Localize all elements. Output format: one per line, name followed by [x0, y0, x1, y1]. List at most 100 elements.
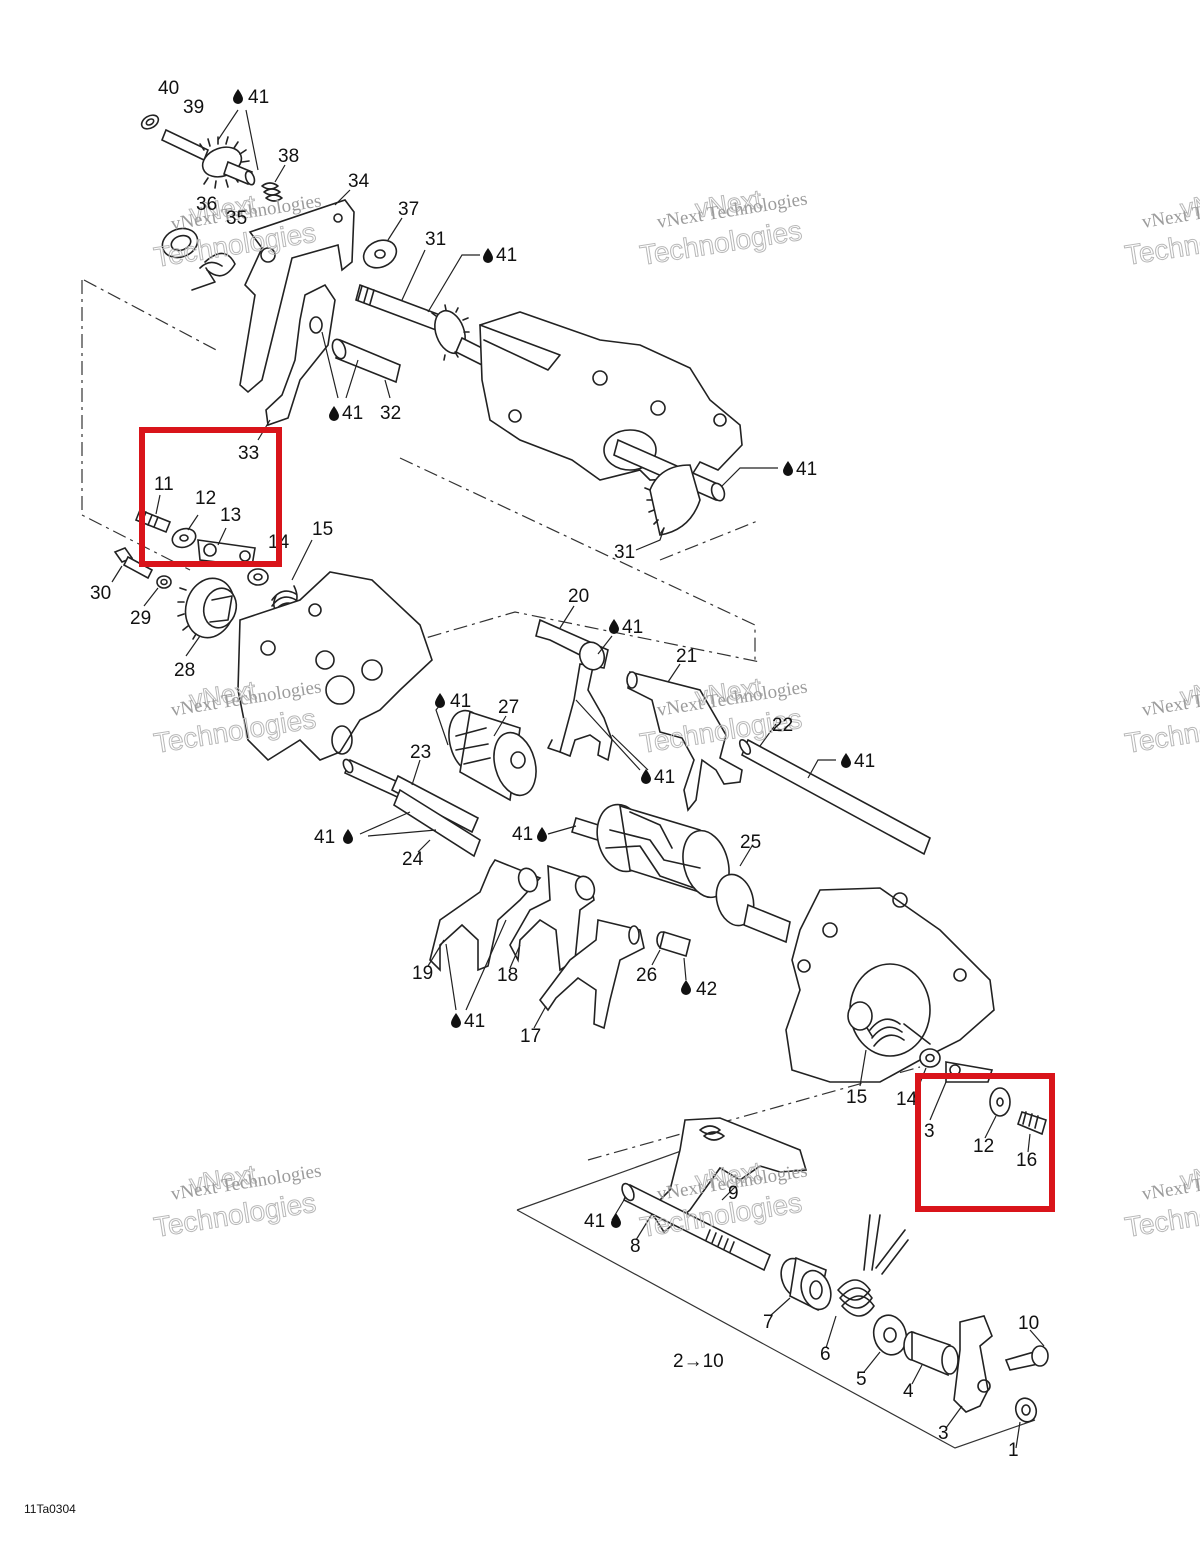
part-fork-18 [509, 864, 596, 972]
callout-label: 40 [158, 78, 179, 99]
oil-drop-icon [329, 406, 339, 421]
callout-label: 36 [196, 194, 217, 215]
part-spring-38 [261, 182, 283, 202]
callout-label: 27 [498, 697, 519, 718]
callout-label: 41 [248, 87, 269, 108]
highlight-box-lower [915, 1073, 1055, 1212]
callout-label: 10 [1018, 1313, 1039, 1334]
part-rod-22 [738, 738, 931, 856]
callout-label: 31 [425, 229, 446, 250]
callout-label: 15 [846, 1087, 867, 1108]
part-seal-36 [161, 227, 199, 259]
part-shaft-assembly-8-9 [621, 1117, 808, 1272]
part-bolt-10 [1004, 1345, 1049, 1371]
callout-label: 41 [464, 1011, 485, 1032]
oil-drop-icon [483, 248, 493, 263]
oil-drop-icon [611, 1213, 621, 1228]
oil-drop-icon [681, 980, 691, 995]
part-spring-6 [837, 1214, 909, 1317]
callout-label: 4 [903, 1381, 914, 1402]
part-lever-3-lower [953, 1315, 993, 1413]
leader-lines [111, 109, 1045, 1449]
part-housing-middle [237, 571, 433, 762]
part-washer-5 [872, 1314, 908, 1356]
callout-label: 19 [412, 963, 433, 984]
oil-drop-icon [783, 461, 793, 476]
callout-label: 13 [220, 505, 241, 526]
callout-label: 17 [520, 1026, 541, 1047]
watermark-vnext: vNext [1178, 184, 1200, 224]
callout-label: 41 [342, 403, 363, 424]
oil-drop-icon [451, 1013, 461, 1028]
highlight-box-upper [139, 427, 282, 567]
part-washer-40 [140, 114, 160, 130]
oil-drop-icon [841, 753, 851, 768]
callout-label: 3 [938, 1423, 949, 1444]
callout-label: 41 [796, 459, 817, 480]
part-gear-28 [177, 577, 238, 640]
part-gear-shaft-39 [160, 128, 256, 189]
callout-labels: 40 39 41 38 34 36 35 37 31 41 41 32 33 4… [90, 78, 1039, 1461]
part-fork-21 [626, 670, 743, 812]
callout-label: 38 [278, 146, 299, 167]
callout-label: 41 [496, 245, 517, 266]
callout-label: 41 [654, 767, 675, 788]
callout-label: 12 [195, 488, 216, 509]
watermark-vnext: vNext [1178, 672, 1200, 712]
part-housing-upper [479, 311, 743, 481]
callout-label: 41 [512, 824, 533, 845]
callout-label: 21 [676, 646, 697, 667]
part-pin-26 [656, 930, 691, 958]
part-washer-12-lower [989, 1087, 1011, 1117]
callout-label: 41 [314, 827, 335, 848]
part-housing-lower [785, 887, 995, 1083]
callout-label: 8 [630, 1236, 641, 1257]
watermark-vnext: vNext [1178, 1156, 1200, 1196]
part-shaft-31 [355, 283, 492, 368]
part-shaft-24 [390, 774, 481, 858]
callout-label: 11 [154, 474, 174, 495]
callout-label: 16 [1016, 1150, 1037, 1171]
part-lever-33 [265, 283, 336, 427]
callout-label: 3 [924, 1121, 935, 1142]
assembly-guide-lines [81, 279, 1036, 1449]
part-fork-19 [429, 859, 542, 972]
part-fork-17 [538, 919, 645, 1030]
part-fork-20 [535, 618, 613, 762]
callout-label: 29 [130, 608, 151, 629]
part-washer-1 [1014, 1397, 1038, 1423]
part-washer-37 [362, 239, 398, 269]
callout-label: 33 [238, 443, 259, 464]
callout-label: 5 [856, 1369, 867, 1390]
callout-label: 34 [348, 171, 370, 192]
callout-label: 39 [183, 97, 204, 118]
callout-label: 9 [728, 1183, 739, 1204]
callout-label: 20 [568, 586, 589, 607]
callout-label: 41 [854, 751, 875, 772]
figure-reference: 11Ta0304 [24, 1502, 76, 1516]
callout-label: 7 [763, 1312, 774, 1333]
callout-label: 6 [820, 1344, 831, 1365]
part-shaft-gear-31-lower [613, 438, 726, 536]
part-washer-12-upper [171, 527, 197, 549]
callout-label: 18 [497, 965, 518, 986]
callout-label: 32 [380, 403, 401, 424]
part-lever-34 [239, 199, 355, 394]
callout-label: 37 [398, 199, 419, 220]
callout-label: 25 [740, 832, 761, 853]
oil-drop-icon [343, 829, 353, 844]
callout-label: 26 [636, 965, 657, 986]
part-spring-35 [191, 252, 236, 291]
part-spring-15-lower [847, 1001, 931, 1047]
part-washer-14-upper [247, 568, 269, 586]
part-dowel-32 [331, 338, 401, 384]
part-bushing-7 [780, 1256, 832, 1312]
callout-label: 42 [696, 979, 717, 1000]
callout-label: 41 [584, 1211, 605, 1232]
oil-drop-icon [641, 769, 651, 784]
part-shift-drum-25 [571, 803, 791, 944]
callout-label: 2→10 [673, 1351, 724, 1372]
callout-label: 23 [410, 742, 431, 763]
callout-label: 31 [614, 542, 635, 563]
